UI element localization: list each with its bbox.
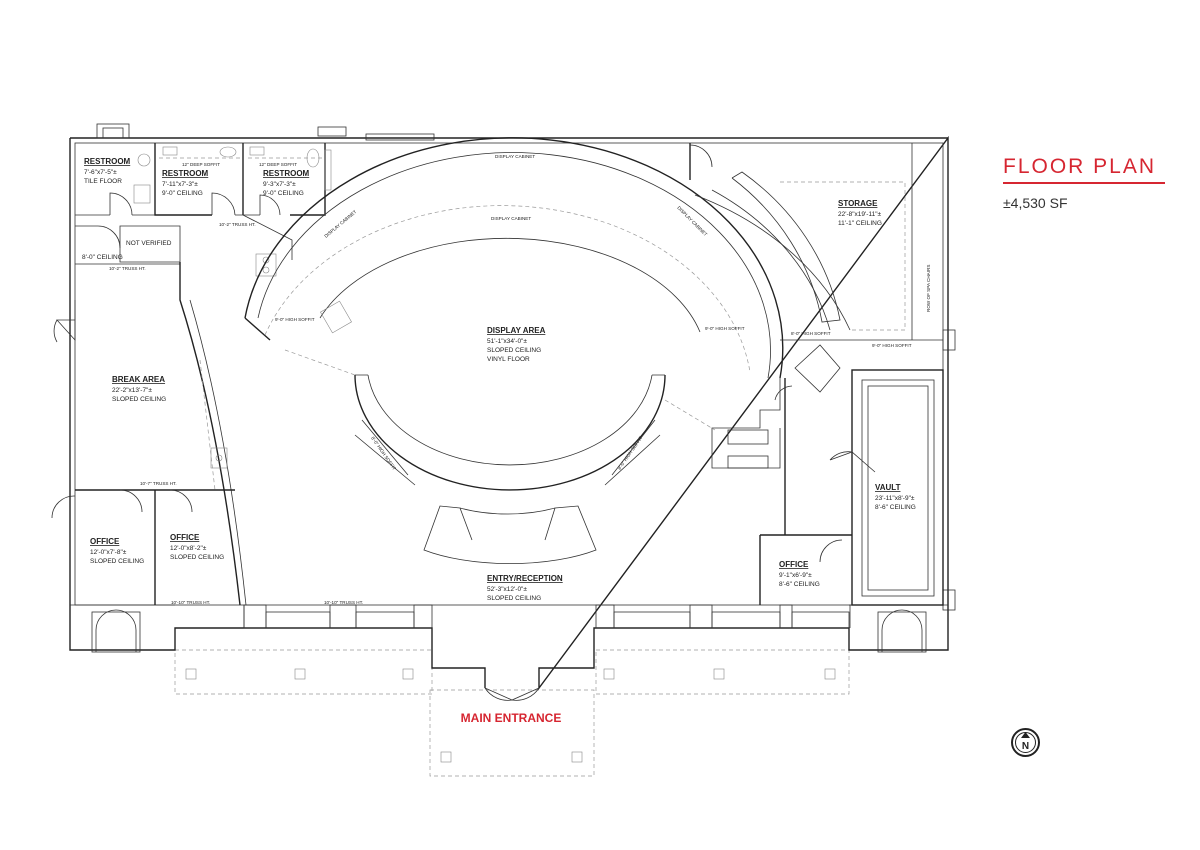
truss-10-7-note: 10'-7" TRUSS HT. xyxy=(140,481,177,486)
north-symbol: N xyxy=(1022,741,1029,752)
office-2-dims: 12'-0"x8'-2"± xyxy=(170,545,207,552)
soffit-9-far-note: 9'-0" HIGH SOFFIT xyxy=(872,343,912,348)
left-room-walls xyxy=(51,262,247,606)
plan-area: ±4,530 SF xyxy=(1003,195,1068,211)
restroom-3-dims: 9'-3"x7'-3"± xyxy=(263,181,296,188)
annotation-notes: NOT VERIFIED 8'-0" CEILING 12" DEEP SOFF… xyxy=(82,154,931,605)
soffit-9-mid-note: 9'-0" HIGH SOFFIT xyxy=(705,326,745,331)
office-1-note: SLOPED CEILING xyxy=(90,558,144,565)
office-3-note: 8'-6" CEILING xyxy=(779,581,820,588)
office-1-dims: 12'-0"x7'-8"± xyxy=(90,549,127,556)
break-area-note: SLOPED CEILING xyxy=(112,396,166,403)
office-2-note: SLOPED CEILING xyxy=(170,554,224,561)
entry-reception-note: SLOPED CEILING xyxy=(487,595,541,602)
display-area-name: DISPLAY AREA xyxy=(487,326,546,335)
not-verified-note: NOT VERIFIED xyxy=(126,240,172,247)
truss-10-10b-note: 10'-10" TRUSS HT. xyxy=(324,600,363,605)
display-area-walls xyxy=(244,137,784,565)
soffit-8-right-arc-note: 8'-0" HIGH SOFFIT xyxy=(617,435,644,470)
restroom-2-dims: 7'-11"x7'-3"± xyxy=(162,181,198,188)
soffit-deep-1-note: 12" DEEP SOFFIT xyxy=(182,162,220,167)
exterior-walls xyxy=(69,123,956,691)
right-room-walls xyxy=(689,143,944,606)
vault-note: 8'-6" CEILING xyxy=(875,504,916,511)
display-cabinet-top-note: DISPLAY CABINET xyxy=(495,154,535,159)
restroom-3-note: 9'-0" CEILING xyxy=(263,190,304,197)
office-1-name: OFFICE xyxy=(90,537,120,546)
truss-10-10-note: 10'-10" TRUSS HT. xyxy=(171,600,210,605)
plan-title: FLOOR PLAN xyxy=(1003,155,1165,184)
soffit-8-right-note: 8'-0" HIGH SOFFIT xyxy=(791,331,831,336)
storage-dims: 22'-8"x19'-11"± xyxy=(838,211,881,218)
entry-reception-name: ENTRY/RECEPTION xyxy=(487,574,563,583)
restroom-2-note: 9'-0" CEILING xyxy=(162,190,203,197)
break-area-name: BREAK AREA xyxy=(112,375,165,384)
office-3-name: OFFICE xyxy=(779,560,809,569)
restroom-2-name: RESTROOM xyxy=(162,169,209,178)
exterior-dashed-outlines xyxy=(174,649,850,777)
vault-name: VAULT xyxy=(875,483,901,492)
room-labels: RESTROOM 7'-6"x7'-5"± TILE FLOOR RESTROO… xyxy=(84,157,916,602)
title-block: FLOOR PLAN ±4,530 SF xyxy=(1003,155,1165,211)
break-area-dims: 22'-2"x13'-7"± xyxy=(112,387,152,394)
row-of-spa-chairs-note: ROW OF SPA CHAIRS xyxy=(926,265,931,312)
truss-10-2b-note: 10'-2" TRUSS HT. xyxy=(109,266,146,271)
storage-note: 11'-1" CEILING xyxy=(838,220,882,227)
display-cabinet-left-note: DISPLAY CABINET xyxy=(323,209,357,239)
office-3-dims: 9'-1"x6'-9"± xyxy=(779,572,812,579)
entry-reception-dims: 52'-3"x12'-0"± xyxy=(487,586,527,593)
restroom-1-dims: 7'-6"x7'-5"± xyxy=(84,169,117,176)
soffit-9-left-note: 9'-0" HIGH SOFFIT xyxy=(275,317,315,322)
storage-name: STORAGE xyxy=(838,199,878,208)
truss-10-2-note: 10'-2" TRUSS HT. xyxy=(219,222,256,227)
main-entrance-doors xyxy=(484,687,540,701)
soffit-deep-2-note: 12" DEEP SOFFIT xyxy=(259,162,297,167)
display-area-dims: 51'-1"x34'-0"± xyxy=(487,338,527,345)
display-cabinet-right-note: DISPLAY CABINET xyxy=(676,205,708,237)
restroom-3-name: RESTROOM xyxy=(263,169,310,178)
ceiling-8-note: 8'-0" CEILING xyxy=(82,254,123,261)
display-area-note2: VINYL FLOOR xyxy=(487,356,530,363)
display-cabinet-inner-note: DISPLAY CABINET xyxy=(491,216,531,221)
vault-dims: 23'-11"x8'-9"± xyxy=(875,495,915,502)
display-area-note: SLOPED CEILING xyxy=(487,347,541,354)
restroom-1-note: TILE FLOOR xyxy=(84,178,122,185)
north-arrow-icon: N xyxy=(1011,728,1040,757)
office-2-name: OFFICE xyxy=(170,533,200,542)
restroom-1-name: RESTROOM xyxy=(84,157,131,166)
main-entrance-label: MAIN ENTRANCE xyxy=(460,711,562,725)
